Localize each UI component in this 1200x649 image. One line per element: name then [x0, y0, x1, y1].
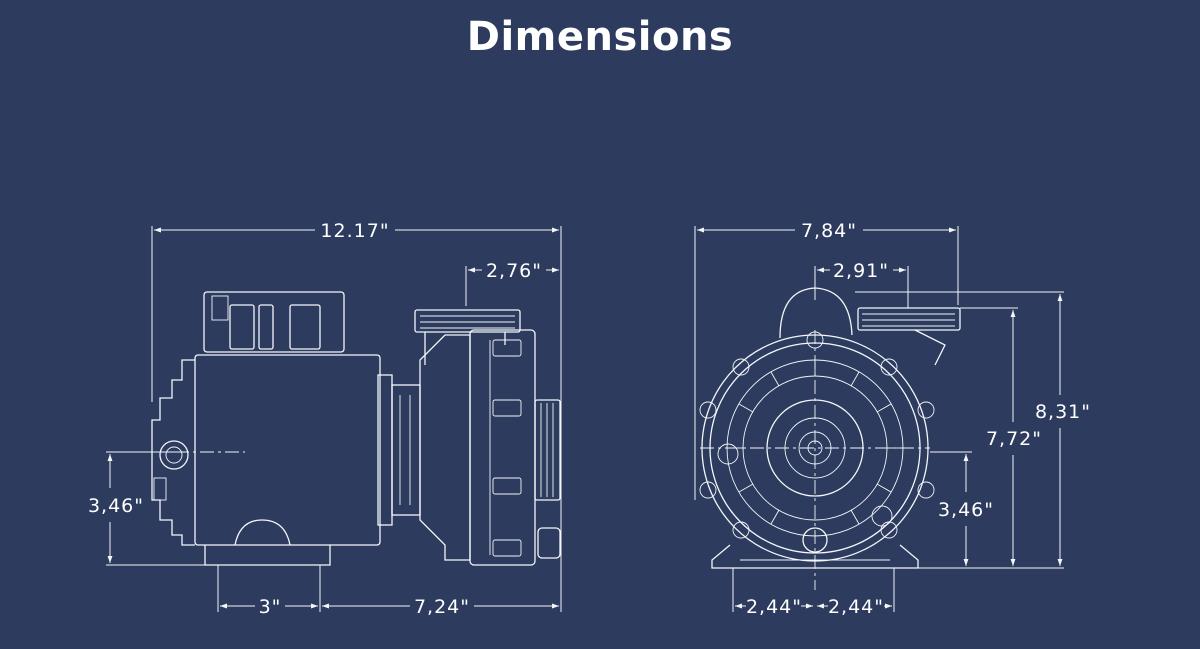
side-view-pump [150, 291, 561, 566]
dim-label-side-base-left: 3" [259, 596, 282, 618]
dimension-labels: 12.17" 2,76" 3,46" 3" 7,24" 7,84" 2,91" … [88, 220, 1091, 618]
dim-label-outlet-height: 7,72" [986, 428, 1042, 450]
front-view-pump [699, 287, 961, 590]
dim-label-overall-length: 12.17" [320, 220, 389, 242]
dim-label-front-base-left: 2,44" [746, 596, 802, 618]
front-view-dimensions [694, 226, 1064, 612]
dim-label-side-shaft-height: 3,46" [88, 495, 144, 517]
dim-label-overall-width: 7,84" [801, 220, 857, 242]
dim-label-front-outlet-offset: 2,91" [833, 260, 889, 282]
side-view-dimensions [106, 226, 562, 612]
dim-label-overall-height: 8,31" [1035, 401, 1091, 423]
dim-label-side-base-right: 7,24" [414, 596, 470, 618]
dim-label-front-base-right: 2,44" [828, 596, 884, 618]
dim-label-side-outlet-offset: 2,76" [486, 260, 542, 282]
dim-label-front-shaft-height: 3,46" [938, 499, 994, 521]
page-title: Dimensions [466, 14, 734, 60]
